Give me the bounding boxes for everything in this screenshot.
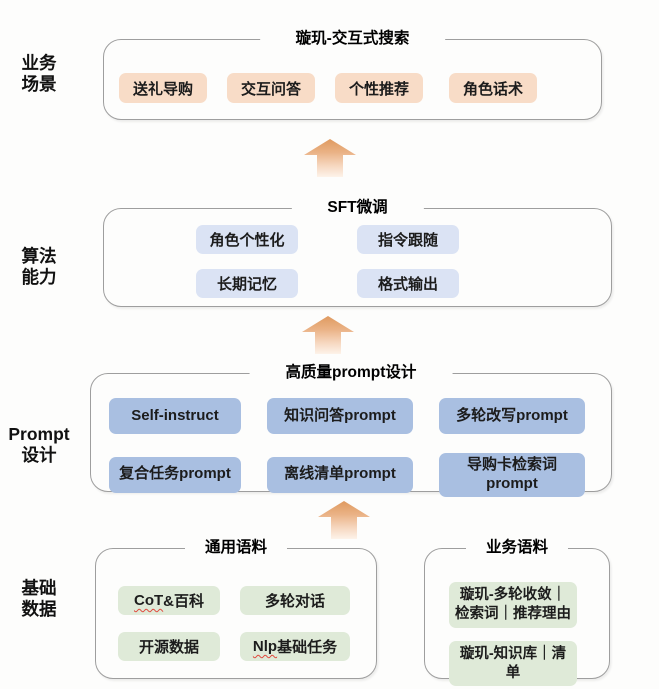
layer-label-algorithm-capability: 算法 能力 xyxy=(0,246,78,288)
chip-xuanji-knowledge-list: 璇玑-知识库｜清单 xyxy=(449,640,577,687)
chip-long-term-memory: 长期记忆 xyxy=(196,269,298,298)
frame-title-general-corpus: 通用语料 xyxy=(184,537,288,559)
layer-label-line: 业务 xyxy=(21,53,57,73)
chip-instruction-following: 指令跟随 xyxy=(357,225,459,254)
spellcheck-text: Nlp xyxy=(252,638,278,655)
chip-knowledge-qa-prompt: 知识问答prompt xyxy=(267,398,413,434)
layer-label-line: 基础 xyxy=(21,578,57,598)
frame-title-business-scenario: 璇玑-交互式搜索 xyxy=(259,28,446,50)
chip-interactive-qa: 交互问答 xyxy=(227,73,316,103)
chip-grid-algorithm: 角色个性化 指令跟随 长期记忆 格式输出 xyxy=(196,225,459,298)
up-arrow-icon xyxy=(302,316,354,354)
chip-grid-prompt: Self-instruct 知识问答prompt 多轮改写prompt 复合任务… xyxy=(109,398,585,497)
chip-multiturn-rewrite-prompt: 多轮改写prompt xyxy=(439,398,585,434)
chip-row-business: 送礼导购 交互问答 个性推荐 角色话术 xyxy=(119,73,538,103)
layer-label-base-data: 基础 数据 xyxy=(0,578,78,620)
chip-multiturn-dialog: 多轮对话 xyxy=(240,586,350,615)
layer-label-line: 算法 xyxy=(21,246,57,266)
layer-label-line: Prompt xyxy=(8,424,70,444)
chip-stack-business-corpus: 璇玑-多轮收敛｜检索词｜推荐理由 璇玑-知识库｜清单 xyxy=(449,582,577,687)
frame-title-business-corpus: 业务语料 xyxy=(465,537,569,559)
chip-xuanji-multiturn-query-reason: 璇玑-多轮收敛｜检索词｜推荐理由 xyxy=(449,582,577,628)
frame-business-scenario: 璇玑-交互式搜索 送礼导购 交互问答 个性推荐 角色话术 xyxy=(103,28,602,120)
chip-text: &百科 xyxy=(163,593,204,610)
chip-format-output: 格式输出 xyxy=(357,269,459,298)
chip-personal-recommend: 个性推荐 xyxy=(335,73,424,103)
chip-role-personalization: 角色个性化 xyxy=(196,225,298,254)
chip-self-instruct: Self-instruct xyxy=(109,398,241,434)
layer-label-line: 设计 xyxy=(21,445,57,465)
chip-text: 开源数据 xyxy=(138,639,199,656)
chip-composite-task-prompt: 复合任务prompt xyxy=(109,456,241,493)
chip-text: 基础任务 xyxy=(277,639,338,656)
layer-label-line: 数据 xyxy=(21,599,57,619)
up-arrow-icon xyxy=(318,501,370,539)
chip-guide-card-query-prompt: 导购卡检索词prompt xyxy=(439,453,585,497)
layer-label-line: 场景 xyxy=(21,74,57,94)
layer-label-prompt-design: Prompt 设计 xyxy=(0,424,78,466)
chip-open-source-data: 开源数据 xyxy=(118,632,220,661)
frame-prompt-design: 高质量prompt设计 Self-instruct 知识问答prompt 多轮改… xyxy=(90,362,612,497)
layer-label-line: 能力 xyxy=(21,267,57,287)
chip-offline-list-prompt: 离线清单prompt xyxy=(267,456,413,493)
chip-text: 多轮对话 xyxy=(264,593,325,610)
chip-role-script: 角色话术 xyxy=(449,73,538,103)
frame-title-sft-finetune: SFT微调 xyxy=(291,197,424,219)
frame-sft-finetune: SFT微调 角色个性化 指令跟随 长期记忆 格式输出 xyxy=(103,197,612,307)
frame-title-prompt-design: 高质量prompt设计 xyxy=(249,362,453,384)
frame-business-corpus: 业务语料 璇玑-多轮收敛｜检索词｜推荐理由 璇玑-知识库｜清单 xyxy=(424,537,610,687)
layer-label-business-scenario: 业务 场景 xyxy=(0,53,78,95)
chip-cot-encyclopedia: CoT&百科 xyxy=(118,586,220,615)
chip-gift-guide: 送礼导购 xyxy=(119,73,208,103)
spellcheck-text: CoT xyxy=(133,592,164,609)
up-arrow-icon xyxy=(304,139,356,177)
